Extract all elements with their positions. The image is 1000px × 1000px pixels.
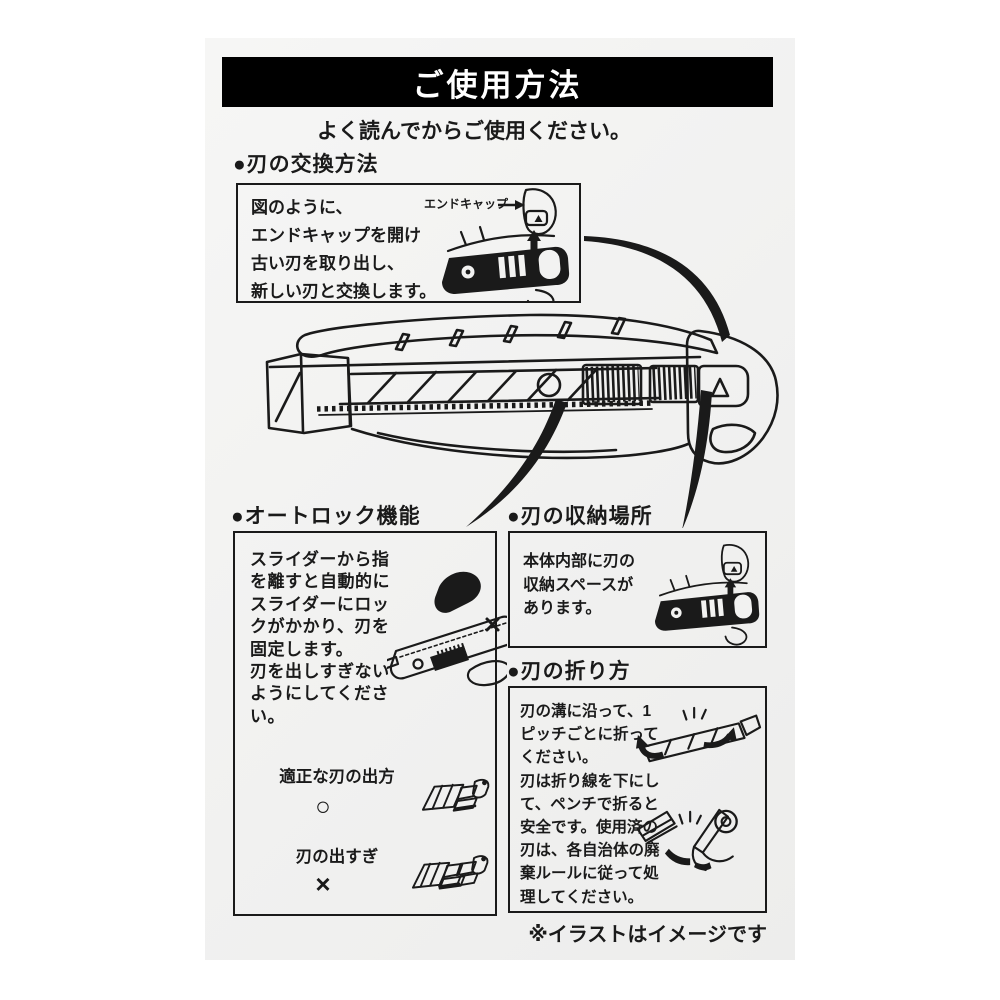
knife-lower-body [350,427,690,460]
proper-blade-diagram [421,778,490,812]
callout-swoosh-lines [466,236,730,528]
heading-blade-replacement: ●刃の交換方法 [233,153,379,176]
proper-extension-label: 適正な刃の出方 [279,768,395,786]
knife-end-cap [685,329,779,465]
thumb-icon [434,571,481,613]
autolock-release-diagram [387,571,507,687]
proper-mark-icon: ○ [315,791,331,821]
heading-snap: ●刃の折り方 [507,660,631,683]
header-title-bar: ご使用方法 [222,57,773,107]
excess-mark-icon: × [315,869,331,899]
excess-extension-label: 刃の出すぎ [295,848,379,866]
snap-text: 刃の溝に沿って、1 ピッチごとに折って ください。 刃は折り線を下にし て、ペン… [520,703,660,906]
endcap-label: エンドキャップ [424,197,509,211]
knife-body-rail [268,355,702,369]
storage-text: 本体内部に刃の 収納スペースが あります。 [523,553,636,617]
heading-storage: ●刃の収納場所 [507,505,653,528]
lock-x-mark-icon [485,617,500,632]
instruction-sheet: ご使用方法 よく読んでからご使用ください。 ●刃の交換方法 図のように、 エンド… [205,38,795,960]
heading-autolock: ●オートロック機能 [231,505,421,528]
page-title: ご使用方法 [412,67,583,103]
snap-box: 刃の溝に沿って、1 ピッチごとに折って ください。 刃は折り線を下にし て、ペン… [508,686,767,913]
blade-hole [536,372,562,398]
excess-blade-diagram [411,855,489,890]
pliers-icon [691,808,738,872]
pliers-snap-diagram [636,808,738,872]
utility-knife-illustration [265,236,779,528]
autolock-box: スライダーから指 を離すと自動的に スライダーにロッ クがかかり、刃を 固定しま… [233,531,507,916]
endcap-open-diagram [440,188,571,303]
illustration-disclaimer: ※イラストはイメージです [528,924,767,946]
blade-replacement-text: 図のように、 エンドキャップを開け 古い刃を取り出し、 新しい刃と交換します。 [251,198,437,301]
read-before-use-note: よく読んでからご使用ください。 [317,120,631,143]
bend-arrow-icons [636,727,737,759]
triangle-button-icon [710,377,730,398]
storage-box: 本体内部に刃の 収納スペースが あります。 [508,531,767,648]
storage-endcap-diagram [654,543,761,646]
blade-replacement-box: 図のように、 エンドキャップを開け 古い刃を取り出し、 新しい刃と交換します。 … [236,183,581,303]
impact-spark-icon [678,810,702,825]
endcap-pointer-arrow-icon [498,200,525,210]
impact-spark-icon [682,706,707,721]
snap-pitch-diagram [636,706,762,763]
autolock-text: スライダーから指 を離すと自動的に スライダーにロッ クがかかり、刃を 固定しま… [250,550,390,726]
bend-arrow-icons [664,848,712,871]
knife-top-grip [295,313,719,358]
